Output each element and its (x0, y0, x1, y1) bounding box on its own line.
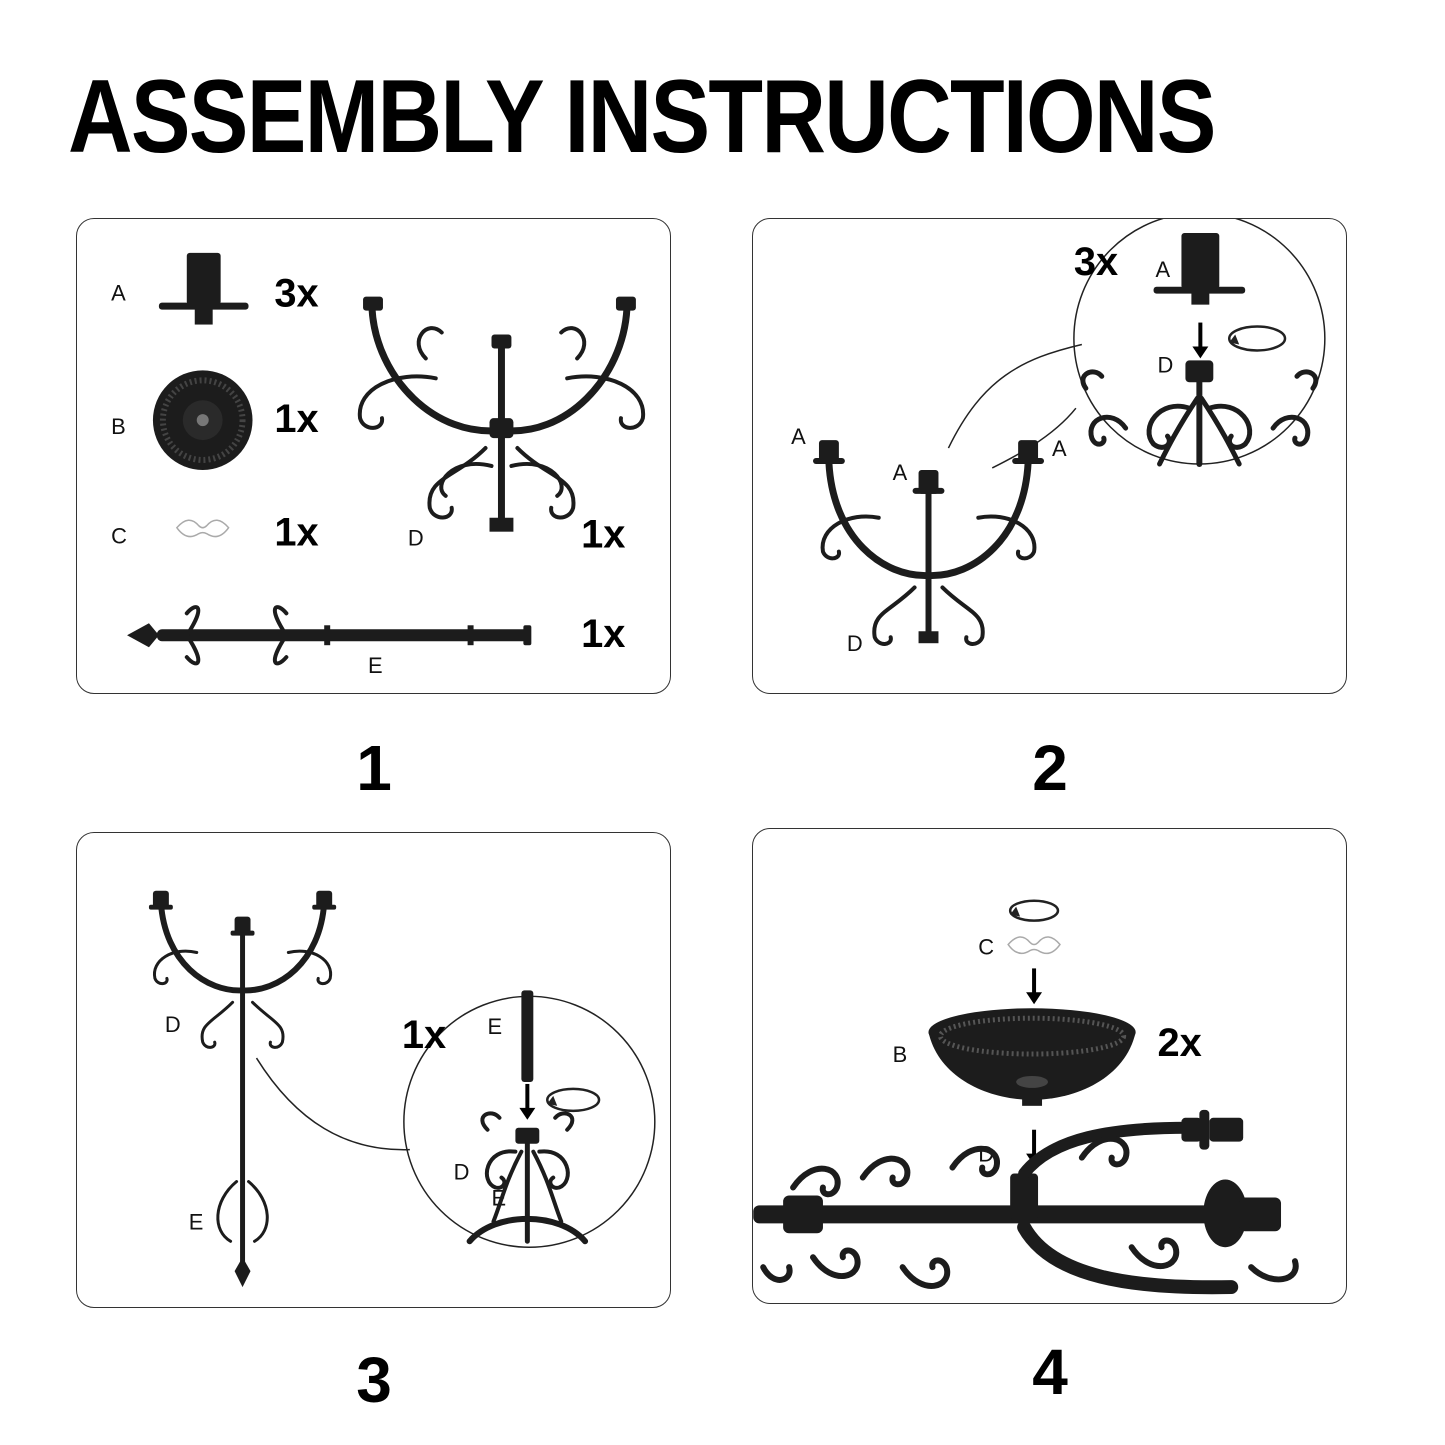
candle-cup-icon (158, 252, 249, 325)
step-2-diagram: A A A D 3x A D (791, 219, 1326, 656)
zoom-stem-icon (521, 990, 534, 1082)
step-1-panel: A 3x B 1x C 1x (76, 218, 671, 694)
wing-nut-icon (1007, 936, 1061, 955)
step-2-number: 2 (1032, 732, 1068, 804)
assembled-candelabra-icon (148, 890, 337, 1288)
part-b-label: B (111, 414, 126, 439)
label-b: B (893, 1042, 908, 1067)
candelabra-closeup-icon (753, 1109, 1299, 1295)
zoom-scroll-icon (1080, 360, 1319, 467)
down-arrow-icon (1026, 968, 1043, 1005)
part-c-label: C (111, 524, 127, 549)
wing-nut-icon (175, 519, 230, 538)
part-a-label: A (111, 281, 126, 306)
page-title: ASSEMBLY INSTRUCTIONS (68, 59, 1216, 175)
part-d-label: D (408, 526, 424, 551)
label-a-center: A (893, 460, 908, 485)
part-b-qty: 1x (274, 397, 318, 441)
down-arrow-icon (519, 1083, 536, 1120)
step-3-number: 3 (356, 1344, 392, 1416)
step-2-panel: A A A D 3x A D (752, 218, 1347, 694)
stem-icon (127, 605, 532, 666)
label-d: D (165, 1012, 181, 1037)
zoom-label-e: E (488, 1014, 503, 1039)
step-1-number: 1 (356, 732, 392, 804)
step-2-qty: 3x (1074, 240, 1118, 284)
rotate-icon (1008, 899, 1060, 922)
part-d-qty: 1x (581, 513, 625, 557)
step-1-parts-diagram: A 3x B 1x C 1x (111, 252, 645, 678)
label-e: E (189, 1209, 204, 1234)
step-4-number: 4 (1032, 1336, 1068, 1408)
zoom-label-a: A (1156, 257, 1171, 282)
step-3-diagram: D E 1x E D E (148, 890, 656, 1288)
rotate-icon (546, 1087, 601, 1113)
part-a-qty: 3x (274, 272, 318, 316)
step-4-qty: 2x (1158, 1021, 1202, 1065)
step-3-panel: D E 1x E D E (76, 832, 671, 1308)
step-3-qty: 1x (402, 1013, 446, 1057)
zoom-label-d: D (1158, 352, 1174, 377)
label-a-left: A (791, 424, 806, 449)
candelabra-icon (812, 440, 1045, 646)
label-d: D (847, 631, 863, 656)
zoom-candle-cup-icon (1153, 232, 1246, 305)
zoom-scroll-icon (466, 1111, 589, 1245)
rotate-icon (1227, 325, 1287, 352)
label-c: C (978, 934, 994, 959)
part-c-qty: 1x (274, 511, 318, 555)
part-e-qty: 1x (581, 612, 625, 656)
zoom-label-d: D (454, 1160, 470, 1185)
scroll-arms-icon (358, 296, 645, 532)
plate-icon (152, 370, 253, 470)
label-a-right: A (1052, 436, 1067, 461)
down-arrow-icon (1192, 322, 1209, 359)
step-4-diagram: C B 2x D (753, 899, 1299, 1295)
step-4-panel: C B 2x D (752, 828, 1347, 1304)
part-e-label: E (368, 653, 383, 678)
plate-icon (928, 1008, 1136, 1106)
